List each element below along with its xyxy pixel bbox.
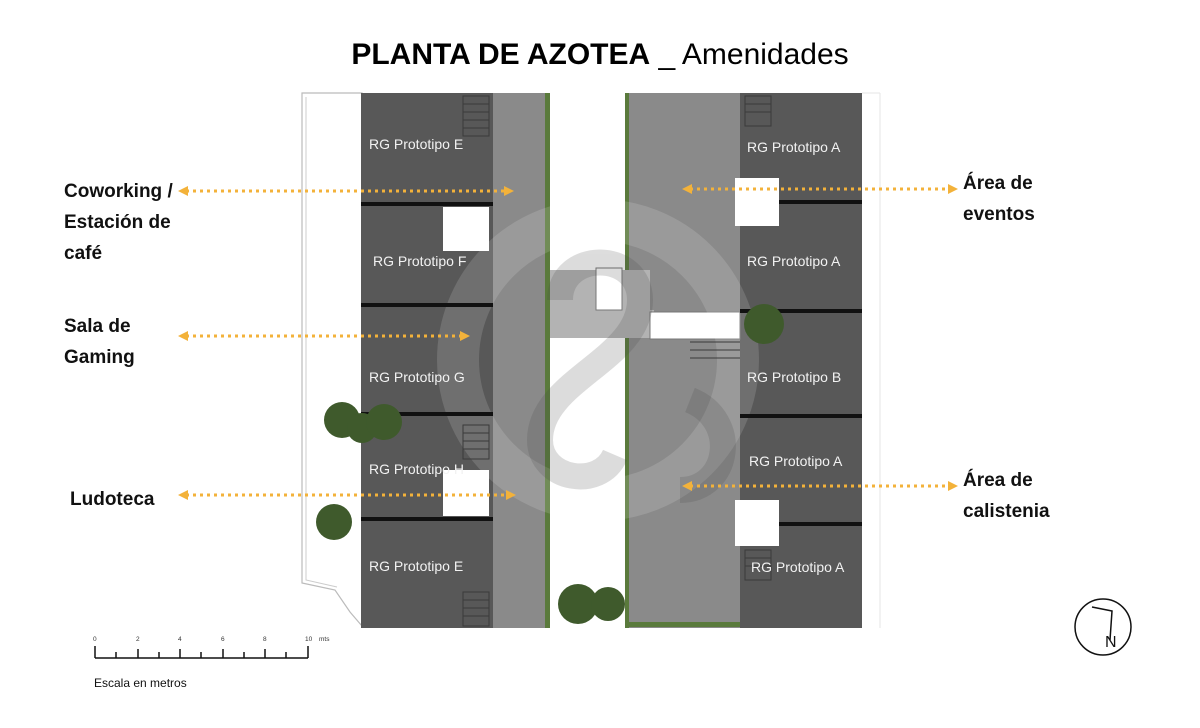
site-outline bbox=[301, 92, 363, 628]
callout-arrows bbox=[186, 187, 950, 497]
left-unit-dividers bbox=[361, 202, 493, 521]
callout-gaming-line-2: Gaming bbox=[64, 347, 135, 368]
unit-label-left-5: RG Prototipo E bbox=[369, 558, 464, 574]
hedge-right bbox=[625, 93, 629, 628]
right-amenity-strip bbox=[628, 93, 740, 628]
arrowheads bbox=[178, 184, 958, 500]
left-amenity-strip bbox=[493, 93, 547, 628]
callout-coworking-line-2: Estación de bbox=[64, 212, 171, 233]
scale-unit: mts bbox=[319, 636, 330, 643]
title-bold: PLANTA DE AZOTEA bbox=[351, 38, 651, 71]
left-units-block bbox=[361, 93, 493, 628]
scale-tick-2: 2 bbox=[136, 636, 140, 643]
callout-calistenia-line-1: Área de bbox=[963, 470, 1033, 491]
unit-label-left-4: RG Prototipo H bbox=[369, 461, 464, 477]
scale-tick-4: 4 bbox=[178, 636, 182, 643]
unit-label-left-2: RG Prototipo F bbox=[373, 253, 467, 269]
patio-a1 bbox=[735, 178, 779, 226]
scale-tick-10: 10 bbox=[305, 636, 313, 643]
tree-cluster-1 bbox=[324, 402, 402, 443]
callout-eventos-line-2: eventos bbox=[963, 204, 1035, 225]
title-separator: _ bbox=[650, 38, 682, 71]
scale-tick-6: 6 bbox=[221, 636, 225, 643]
scale-tick-0: 0 bbox=[93, 636, 97, 643]
unit-label-left-1: RG Prototipo E bbox=[369, 136, 464, 152]
scale-bar bbox=[94, 646, 309, 659]
north-letter: N bbox=[1105, 634, 1117, 651]
tree-cluster-4 bbox=[744, 304, 784, 344]
watermark-logo-inner bbox=[526, 249, 736, 503]
site-outline-inner bbox=[305, 97, 338, 588]
hedge-bottom bbox=[628, 622, 740, 627]
callout-eventos: Área de eventos bbox=[963, 168, 1035, 230]
callout-gaming: Sala de Gaming bbox=[64, 311, 135, 373]
bridge-extension bbox=[649, 311, 741, 340]
patio-h bbox=[443, 470, 489, 516]
unit-label-right-3: RG Prototipo B bbox=[747, 369, 842, 385]
tree-cluster-3 bbox=[558, 584, 625, 624]
right-unit-dividers bbox=[740, 200, 862, 526]
patio-f bbox=[443, 207, 489, 251]
unit-label-right-1: RG Prototipo A bbox=[747, 139, 841, 155]
callout-eventos-line-1: Área de bbox=[963, 173, 1033, 194]
callout-ludoteca: Ludoteca bbox=[70, 484, 154, 515]
patio-a2 bbox=[735, 500, 779, 546]
callout-calistenia-line-2: calistenia bbox=[963, 501, 1050, 522]
bridge-walk bbox=[590, 310, 654, 338]
title-light: Amenidades bbox=[681, 38, 849, 71]
central-void bbox=[550, 93, 626, 628]
scale-label: Escala en metros bbox=[94, 676, 187, 690]
callout-calistenia: Área de calistenia bbox=[963, 465, 1050, 527]
stair-core bbox=[595, 267, 623, 311]
north-arrow-icon bbox=[1074, 598, 1132, 656]
callout-coworking-line-1: Coworking / bbox=[64, 181, 173, 202]
unit-label-right-5: RG Prototipo A bbox=[751, 559, 845, 575]
unit-label-left-3: RG Prototipo G bbox=[369, 369, 465, 385]
callout-gaming-line-1: Sala de bbox=[64, 316, 131, 337]
tree-cluster-2 bbox=[316, 504, 352, 540]
callout-ludoteca-line-1: Ludoteca bbox=[70, 489, 155, 510]
unit-label-right-2: RG Prototipo A bbox=[747, 253, 841, 269]
unit-label-right-4: RG Prototipo A bbox=[749, 453, 843, 469]
watermark-logo bbox=[437, 199, 759, 521]
callout-coworking: Coworking / Estación de café bbox=[64, 176, 173, 269]
stair-details bbox=[462, 95, 772, 627]
page-title: PLANTA DE AZOTEA _ Amenidades bbox=[0, 38, 1200, 72]
hedge-left bbox=[545, 93, 550, 628]
callout-coworking-line-3: café bbox=[64, 243, 103, 264]
scale-tick-8: 8 bbox=[263, 636, 267, 643]
east-border bbox=[862, 92, 881, 628]
